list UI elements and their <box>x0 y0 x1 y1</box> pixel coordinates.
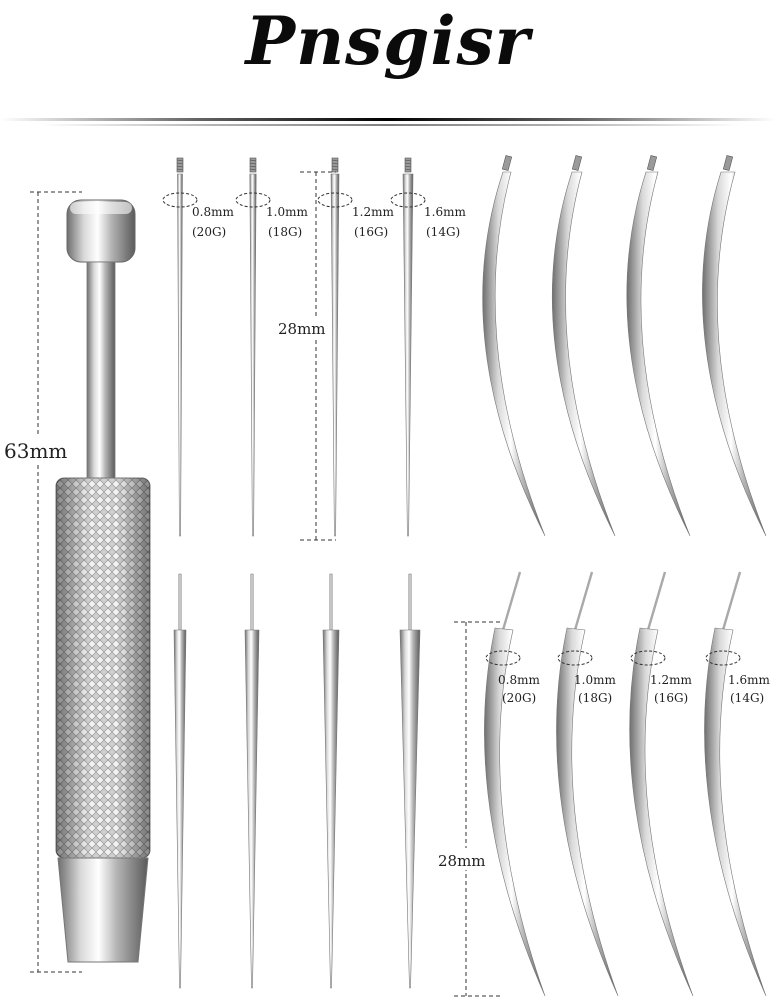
straight-tapers-top <box>162 157 426 537</box>
curved-size-mm: 1.0mm <box>574 673 616 687</box>
straight-size-gauge: (18G) <box>268 225 302 239</box>
straight-length-label: 28mm <box>278 320 326 338</box>
straight-size-mm: 1.0mm <box>266 205 308 219</box>
gauge-marker-icon <box>485 650 521 666</box>
curved-taper-icon <box>551 155 616 537</box>
gauge-marker-icon <box>557 650 593 666</box>
curved-length-dimension: 28mm <box>436 621 500 997</box>
curved-size-mm: 1.2mm <box>650 673 692 687</box>
straight-length-dimension: 28mm <box>276 171 336 541</box>
curved-taper-icon <box>556 571 619 997</box>
curved-size-gauge: (14G) <box>730 691 764 705</box>
header-divider <box>0 118 776 126</box>
straight-taper-icon <box>390 157 426 537</box>
gauge-marker-icon <box>235 192 271 208</box>
gauge-marker-icon <box>317 192 353 208</box>
curved-size-gauge: (20G) <box>502 691 536 705</box>
tool-length-label: 63mm <box>4 439 67 463</box>
curved-size-mm: 1.6mm <box>728 673 770 687</box>
straight-size-gauge: (16G) <box>354 225 388 239</box>
straight-size-mm: 1.2mm <box>352 205 394 219</box>
gauge-marker-icon <box>705 650 741 666</box>
curved-length-label: 28mm <box>438 852 486 870</box>
straight-tapers-bottom <box>173 573 421 989</box>
curved-taper-icon <box>484 571 546 997</box>
curved-taper-icon <box>629 571 694 997</box>
curved-taper-icon <box>482 155 546 537</box>
straight-taper-icon <box>322 573 340 989</box>
pin-vise-tool-icon <box>55 199 151 963</box>
curved-size-gauge: (18G) <box>578 691 612 705</box>
straight-taper-icon <box>244 573 260 989</box>
straight-size-gauge: (20G) <box>192 225 226 239</box>
gauge-marker-icon <box>630 650 666 666</box>
curved-size-labels: 0.8mm (20G) 1.0mm (18G) 1.2mm (16G) 1.6m… <box>498 673 770 705</box>
curved-size-gauge: (16G) <box>654 691 688 705</box>
brand-logo: Pnsgisr <box>245 2 531 80</box>
curved-tapers-top <box>482 155 767 537</box>
curved-taper-icon <box>704 571 767 997</box>
straight-size-gauge: (14G) <box>426 225 460 239</box>
straight-taper-icon <box>317 157 353 537</box>
gauge-marker-icon <box>162 192 198 208</box>
straight-size-mm: 0.8mm <box>192 205 234 219</box>
straight-size-labels: 0.8mm (20G) 1.0mm (18G) 1.2mm (16G) 1.6m… <box>192 205 466 239</box>
straight-taper-icon <box>235 157 271 537</box>
straight-taper-icon <box>173 573 187 989</box>
curved-size-mm: 0.8mm <box>498 673 540 687</box>
straight-size-mm: 1.6mm <box>424 205 466 219</box>
curved-taper-icon <box>626 155 691 537</box>
curved-tapers-bottom <box>484 571 767 997</box>
straight-taper-icon <box>162 157 198 537</box>
straight-taper-icon <box>399 573 421 989</box>
brand-header: Pnsgisr <box>0 0 776 100</box>
curved-taper-icon <box>702 155 767 537</box>
gauge-marker-icon <box>390 192 426 208</box>
tool-length-dimension: 63mm <box>2 191 82 973</box>
